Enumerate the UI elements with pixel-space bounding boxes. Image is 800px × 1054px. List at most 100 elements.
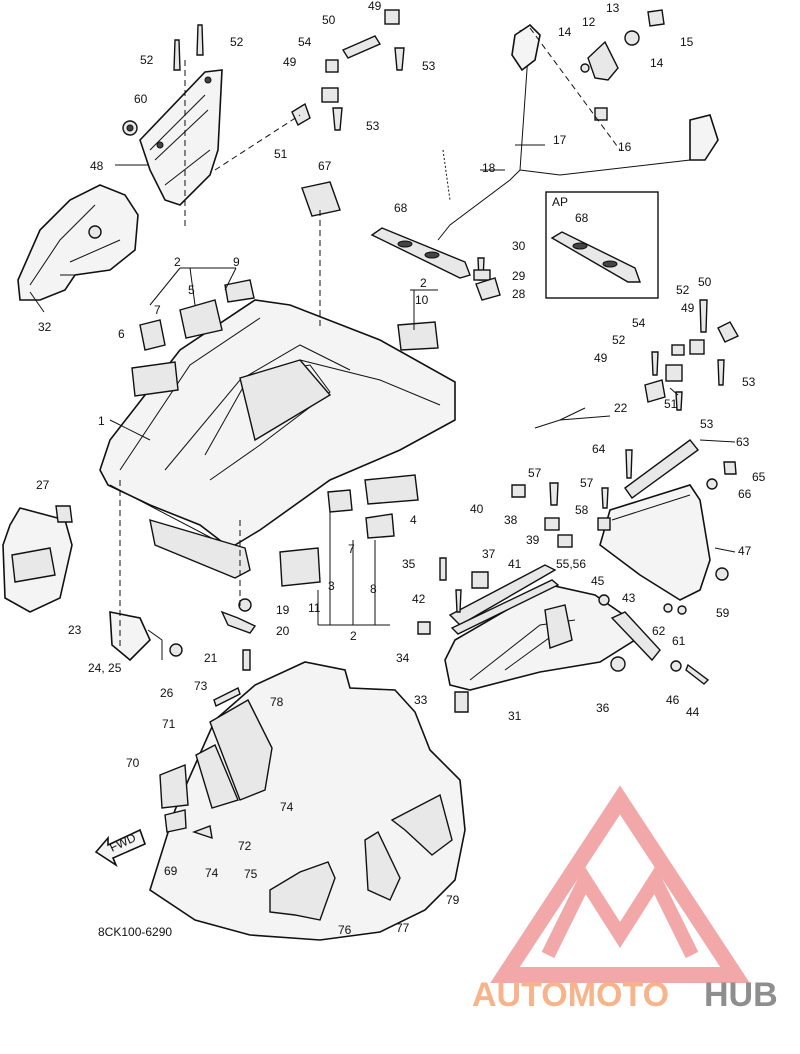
label-50b: 50 (698, 275, 712, 289)
label-32: 32 (38, 320, 52, 334)
label-7b: 7 (348, 542, 355, 556)
fastener-cluster-right (534, 299, 739, 429)
brand-orange: AUTOMOTO (472, 976, 669, 1014)
label-57a: 57 (528, 466, 542, 480)
label-53d: 53 (700, 417, 714, 431)
label-52a: 52 (140, 53, 154, 67)
part-23-panel (2, 507, 73, 613)
small-fasteners-right (417, 449, 737, 713)
label-36: 36 (596, 701, 610, 715)
label-48: 48 (90, 159, 104, 173)
label-51b: 51 (664, 397, 678, 411)
label-11: 11 (308, 601, 321, 615)
label-14b: 14 (650, 56, 664, 70)
label-57b: 57 (580, 476, 594, 490)
label-4: 4 (410, 513, 417, 527)
part-48-panel (139, 69, 223, 206)
label-7a: 7 (154, 303, 161, 317)
label-54a: 54 (298, 35, 312, 49)
part-1-hood (99, 299, 456, 549)
label-72: 72 (238, 839, 252, 853)
label-17: 17 (553, 133, 567, 147)
label-43: 43 (622, 591, 636, 605)
label-49d: 49 (594, 351, 608, 365)
label-52c: 52 (676, 283, 690, 297)
label-31: 31 (508, 709, 522, 723)
part-32-side-cover (17, 184, 139, 301)
label-58: 58 (575, 503, 589, 517)
label-65: 65 (752, 470, 766, 484)
label-5: 5 (188, 283, 195, 297)
fastener-27 (55, 505, 73, 523)
cable-17-linkage (437, 9, 719, 241)
label-2c: 2 (350, 629, 357, 643)
label-14a: 14 (558, 25, 572, 39)
label-55-56: 55,56 (556, 557, 586, 571)
label-68b: 68 (575, 211, 589, 225)
label-13: 13 (606, 1, 620, 15)
label-33: 33 (414, 693, 428, 707)
label-35: 35 (402, 557, 416, 571)
label-75: 75 (244, 867, 258, 881)
label-10: 10 (415, 293, 429, 307)
label-79: 79 (446, 893, 460, 907)
label-52b: 52 (230, 35, 244, 49)
ap-box: AP (545, 191, 659, 299)
fwd-arrow: FWD (94, 828, 147, 868)
label-64: 64 (592, 442, 606, 456)
label-20: 20 (276, 624, 290, 638)
ap-label: AP (552, 195, 568, 209)
label-62: 62 (652, 624, 666, 638)
label-37: 37 (482, 547, 496, 561)
label-60: 60 (134, 92, 148, 106)
label-27: 27 (36, 478, 50, 492)
label-53a: 53 (422, 59, 436, 73)
part-47-panel (599, 484, 711, 601)
label-24-25: 24, 25 (88, 661, 122, 675)
label-53b: 53 (366, 119, 380, 133)
drawing-code: 8CK100-6290 (98, 925, 172, 939)
label-2a: 2 (174, 255, 181, 269)
label-18: 18 (482, 161, 496, 175)
label-21: 21 (204, 651, 218, 665)
label-19: 19 (276, 603, 290, 617)
label-51a: 51 (274, 147, 288, 161)
label-67: 67 (318, 159, 332, 173)
label-38: 38 (504, 513, 518, 527)
parts-19-21 (220, 598, 257, 671)
label-46: 46 (666, 693, 680, 707)
label-30: 30 (512, 239, 526, 253)
label-50a: 50 (322, 13, 336, 27)
label-49b: 49 (283, 55, 297, 69)
label-45: 45 (591, 574, 605, 588)
part-41-rail (448, 564, 560, 635)
label-73: 73 (194, 679, 208, 693)
label-49a: 49 (368, 0, 382, 13)
label-39: 39 (526, 533, 540, 547)
label-47: 47 (738, 544, 752, 558)
label-22: 22 (614, 401, 628, 415)
label-44: 44 (686, 705, 700, 719)
part-63-strip (624, 439, 700, 499)
label-41: 41 (508, 557, 522, 571)
hood-pads (131, 279, 439, 587)
label-29: 29 (512, 269, 526, 283)
label-3: 3 (328, 579, 335, 593)
label-74b: 74 (205, 866, 219, 880)
label-1: 1 (98, 414, 105, 428)
part-67-tag (301, 181, 341, 217)
leader-lines (29, 27, 736, 650)
part-68-gasket (370, 227, 471, 279)
label-74a: 74 (280, 800, 294, 814)
rivets-52 (173, 24, 204, 71)
label-40: 40 (470, 502, 484, 516)
part-labels: 1 2 2 2 3 4 5 6 7 7 8 9 10 11 12 13 14 1… (36, 0, 766, 937)
label-49c: 49 (681, 301, 695, 315)
label-23: 23 (68, 623, 82, 637)
fastener-26 (169, 643, 183, 657)
label-15: 15 (680, 35, 694, 49)
watermark-logo (490, 785, 750, 983)
part-43-bracket (610, 611, 661, 662)
label-66: 66 (738, 487, 752, 501)
